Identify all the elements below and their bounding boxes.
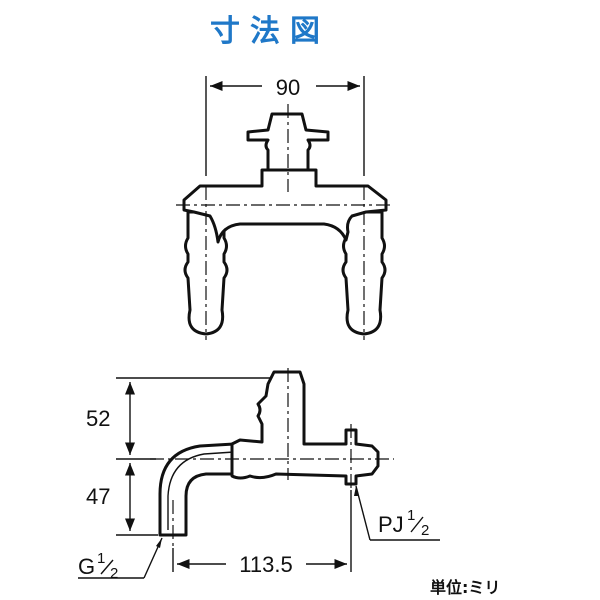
inlet-leader-arrow: [156, 538, 162, 548]
hose-leader-arrow: [354, 486, 358, 496]
inlet-thread-frac-num: 1: [97, 550, 105, 567]
top-view: [182, 112, 388, 336]
valve-body: [230, 370, 380, 486]
top-center-lines: [176, 104, 394, 340]
spout-elbow: [158, 442, 236, 537]
dimension-vertical: [116, 377, 272, 536]
dimension-52-label: 52: [86, 406, 110, 431]
dimension-90: [205, 76, 365, 176]
inlet-thread-label: G: [78, 554, 95, 579]
dimension-113-5: [172, 490, 352, 572]
hose-frac-slash: [410, 516, 424, 533]
unit-label: 単位:ミリ: [430, 578, 501, 597]
hose-thread-leader: [355, 485, 440, 541]
hose-thread-label: PJ: [378, 512, 404, 537]
dimension-47-label: 47: [86, 484, 110, 509]
side-view: [158, 370, 380, 537]
inlet-frac-slash: [100, 559, 114, 575]
hose-thread-frac-den: 2: [421, 522, 429, 539]
hose-thread-frac-num: 1: [407, 507, 415, 524]
dimension-90-label: 90: [276, 75, 300, 100]
inlet-thread-frac-den: 2: [110, 565, 118, 582]
page-title: 寸法図: [210, 14, 330, 49]
side-center-lines: [150, 368, 394, 548]
spout-inner-line: [167, 451, 235, 530]
dimension-113-5-label: 113.5: [239, 552, 292, 577]
